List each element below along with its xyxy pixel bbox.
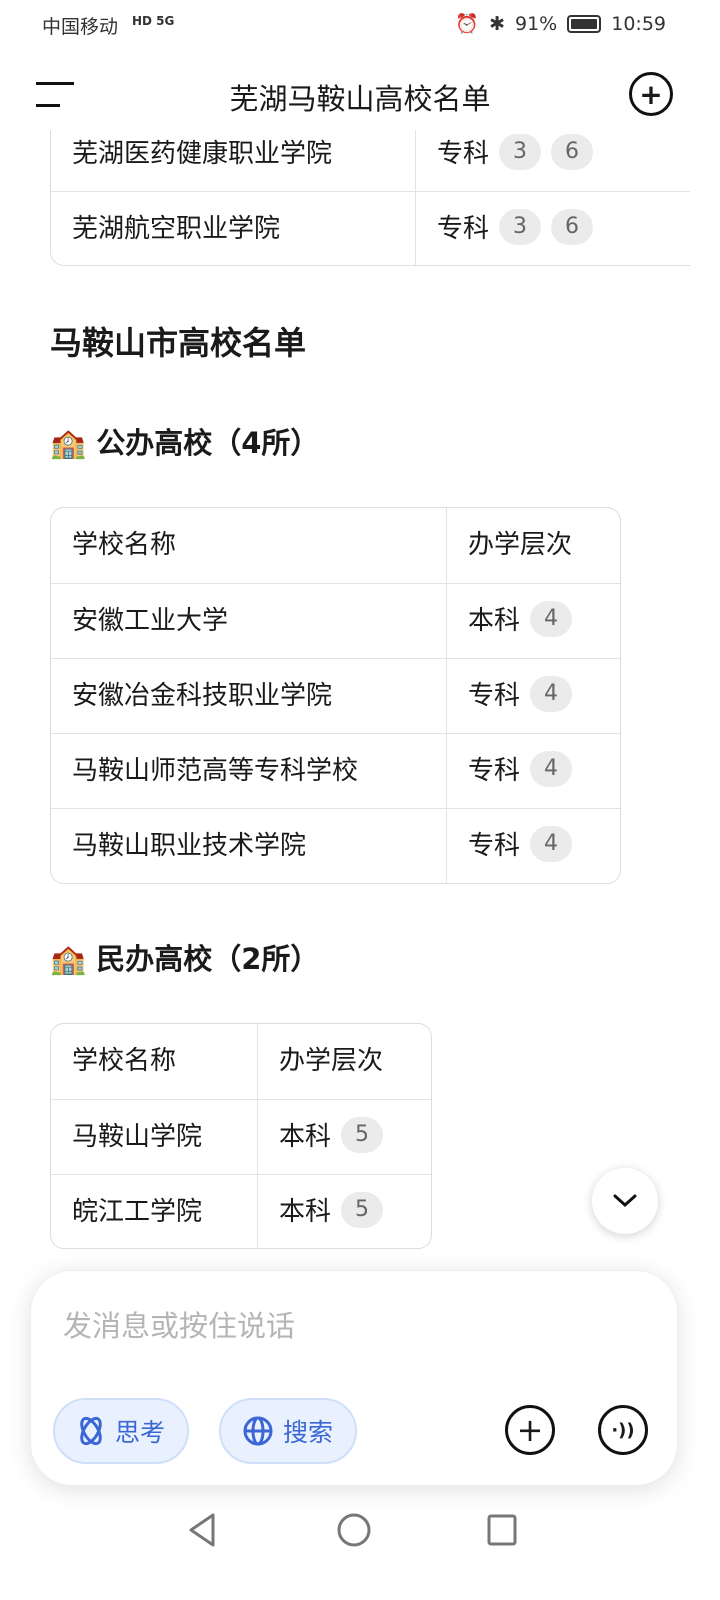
- page-title: 芜湖马鞍山高校名单: [229, 82, 491, 116]
- message-composer: 发消息或按住说话 思考 搜索 + ·)): [30, 1270, 678, 1486]
- column-header: 办学层次: [257, 1024, 431, 1099]
- carrier: 中国移动: [42, 16, 119, 38]
- new-chat-icon[interactable]: +: [629, 72, 673, 116]
- table-row: 皖江工学院 本科 5: [51, 1174, 431, 1248]
- think-label: 思考: [115, 1418, 166, 1447]
- level-text: 专科: [468, 756, 521, 786]
- school-icon: 🏫: [50, 942, 87, 976]
- public-heading-text: 公办高校（4所）: [96, 426, 320, 460]
- citation-badge[interactable]: 3: [499, 133, 542, 170]
- column-header: 学校名称: [72, 1046, 177, 1076]
- recents-icon[interactable]: [486, 1513, 518, 1547]
- school-name: 皖江工学院: [72, 1197, 203, 1227]
- app-header: 芜湖马鞍山高校名单 +: [0, 60, 720, 130]
- citation-badge[interactable]: 5: [341, 1191, 384, 1228]
- table-row: 马鞍山师范高等专科学校 专科 4: [51, 733, 620, 809]
- school-level: 专科 4: [446, 659, 620, 734]
- school-name: 马鞍山学院: [72, 1122, 203, 1152]
- column-header: 办学层次: [446, 508, 620, 583]
- level-text: 专科: [437, 214, 490, 244]
- citation-badge[interactable]: 6: [551, 133, 594, 170]
- level-text: 本科: [279, 1122, 332, 1152]
- private-heading-text: 民办高校（2所）: [96, 942, 320, 976]
- citation-badge[interactable]: 3: [499, 208, 542, 245]
- atom-icon: [80, 1416, 102, 1446]
- school-name: 马鞍山职业技术学院: [72, 831, 307, 861]
- citation-badge[interactable]: 4: [530, 675, 573, 712]
- level-text: 本科: [468, 606, 521, 636]
- school-level: 本科 5: [257, 1100, 431, 1175]
- menu-icon[interactable]: [36, 82, 76, 112]
- section-title: 马鞍山市高校名单: [50, 324, 307, 362]
- status-bar: 中国移动 HD 5G ⏰ ✱ 91% 10:59: [0, 0, 720, 60]
- school-level: 专科 4: [446, 809, 620, 883]
- school-level: 本科 4: [446, 584, 620, 659]
- table-row: 安徽冶金科技职业学院 专科 4: [51, 658, 620, 734]
- citation-badge[interactable]: 5: [341, 1116, 384, 1153]
- level-text: 办学层次: [468, 530, 573, 560]
- battery-percent: 91%: [515, 12, 558, 35]
- level-text: 专科: [468, 831, 521, 861]
- school-level: 专科 4: [446, 734, 620, 809]
- citation-badge[interactable]: 4: [530, 825, 573, 862]
- level-text: 专科: [468, 681, 521, 711]
- school-name: 安徽工业大学: [72, 606, 229, 636]
- level-text: 专科: [437, 139, 490, 169]
- school-name: 马鞍山师范高等专科学校: [72, 756, 359, 786]
- table-row: 安徽工业大学 本科 4: [51, 583, 620, 659]
- table-header-row: 学校名称 办学层次: [51, 508, 620, 583]
- voice-call-icon[interactable]: ·)): [598, 1405, 648, 1455]
- search-button[interactable]: 搜索: [219, 1398, 358, 1464]
- school-level: 本科 5: [257, 1175, 431, 1248]
- add-attachment-icon[interactable]: +: [505, 1405, 555, 1455]
- table-header-row: 学校名称 办学层次: [51, 1024, 431, 1099]
- clock: 10:59: [611, 12, 666, 35]
- home-icon[interactable]: [336, 1512, 372, 1548]
- scroll-down-button[interactable]: [592, 1168, 658, 1234]
- level-text: 本科: [279, 1197, 332, 1227]
- school-name: 安徽冶金科技职业学院: [72, 681, 333, 711]
- nav-bar: [0, 1500, 720, 1560]
- network-indicators: HD 5G: [132, 14, 175, 28]
- citation-badge[interactable]: 6: [551, 208, 594, 245]
- think-button[interactable]: 思考: [53, 1398, 190, 1464]
- public-heading: 🏫 公办高校（4所）: [50, 420, 319, 462]
- message-input[interactable]: 发消息或按住说话: [63, 1309, 296, 1343]
- school-name: 芜湖航空职业学院: [72, 214, 281, 244]
- battery-icon: [567, 14, 602, 33]
- table-row: 马鞍山职业技术学院 专科 4: [51, 808, 620, 883]
- back-icon[interactable]: [186, 1512, 218, 1548]
- alarm-icon: ⏰: [455, 13, 480, 35]
- level-text: 办学层次: [279, 1046, 384, 1076]
- school-name: 芜湖医药健康职业学院: [72, 139, 333, 169]
- globe-icon: [243, 1416, 273, 1446]
- school-icon: 🏫: [50, 426, 87, 460]
- bluetooth-icon: ✱: [489, 12, 505, 35]
- chevron-down-icon: [613, 1194, 637, 1208]
- private-heading: 🏫 民办高校（2所）: [50, 936, 319, 978]
- citation-badge[interactable]: 4: [530, 750, 573, 787]
- column-header: 学校名称: [72, 530, 177, 560]
- table-row: 马鞍山学院 本科 5: [51, 1099, 431, 1175]
- citation-badge[interactable]: 4: [530, 600, 573, 637]
- search-label: 搜索: [283, 1418, 334, 1447]
